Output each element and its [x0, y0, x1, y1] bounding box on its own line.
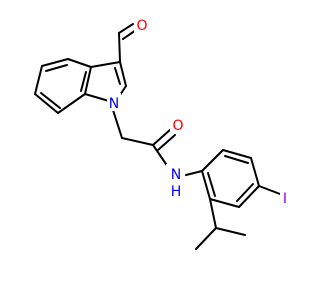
- bond-ar6-ar1: [201, 170, 211, 200]
- bond-c5-c6: [34, 65, 43, 95]
- bond-ar6-ch: [209, 198, 217, 229]
- atom-labels: O N O N H I: [107, 16, 290, 207]
- amide-nitrogen-label: N: [171, 167, 181, 183]
- bond-ar6-ar1-inner: [207, 172, 216, 197]
- bond-c4-c5-inner: [45, 64, 68, 72]
- bond-ar5-ar6: [209, 198, 240, 208]
- bond-c3a-c4: [67, 58, 92, 68]
- bonds: [34, 23, 281, 250]
- amide-hydrogen-label: H: [171, 184, 182, 200]
- bond-c3a-c7a: [84, 66, 92, 95]
- bond-ar2-ar3-inner: [224, 155, 249, 164]
- bond-ar3-ar4: [250, 157, 260, 187]
- bond-ar1-ar2: [201, 149, 224, 172]
- bond-ch2-co: [121, 137, 154, 146]
- bond-aldehyde-co-2: [122, 29, 137, 40]
- bond-c7-c7a: [57, 93, 86, 114]
- bond-c3-c2-inner: [114, 67, 121, 85]
- bond-c6-c7: [34, 93, 59, 114]
- amide-oxygen-label: O: [172, 118, 183, 134]
- bond-c3-c2: [119, 61, 127, 87]
- bond-n1-c7a: [84, 93, 110, 102]
- bond-amide-co-1: [152, 128, 172, 146]
- iodine-label: I: [283, 191, 287, 207]
- bond-co-nh: [152, 144, 169, 168]
- bond-ch-me2: [215, 227, 246, 236]
- bond-nh-aryl: [185, 170, 203, 176]
- bond-amide-co-2: [157, 134, 176, 151]
- bond-c4-c5: [41, 58, 69, 67]
- bond-c3-c3a: [90, 61, 121, 68]
- molecule-structure: O N O N H I: [34, 16, 290, 250]
- bond-aldehyde-co-1: [118, 23, 134, 34]
- aldehyde-oxygen-label: O: [136, 18, 147, 34]
- bond-n1-ch2: [112, 109, 123, 139]
- bond-ch-me1: [195, 227, 217, 250]
- bond-ar4-iodine: [258, 185, 281, 195]
- bond-ar4-ar5-inner: [236, 183, 254, 202]
- bond-ar4-ar5: [238, 185, 260, 208]
- bond-ar2-ar3: [222, 149, 252, 159]
- bond-aldehyde-c3: [118, 32, 121, 63]
- bond-c6-c7-inner: [40, 92, 61, 109]
- indole-nitrogen-label: N: [109, 96, 119, 112]
- bond-c3a-c7a-inner: [80, 71, 87, 92]
